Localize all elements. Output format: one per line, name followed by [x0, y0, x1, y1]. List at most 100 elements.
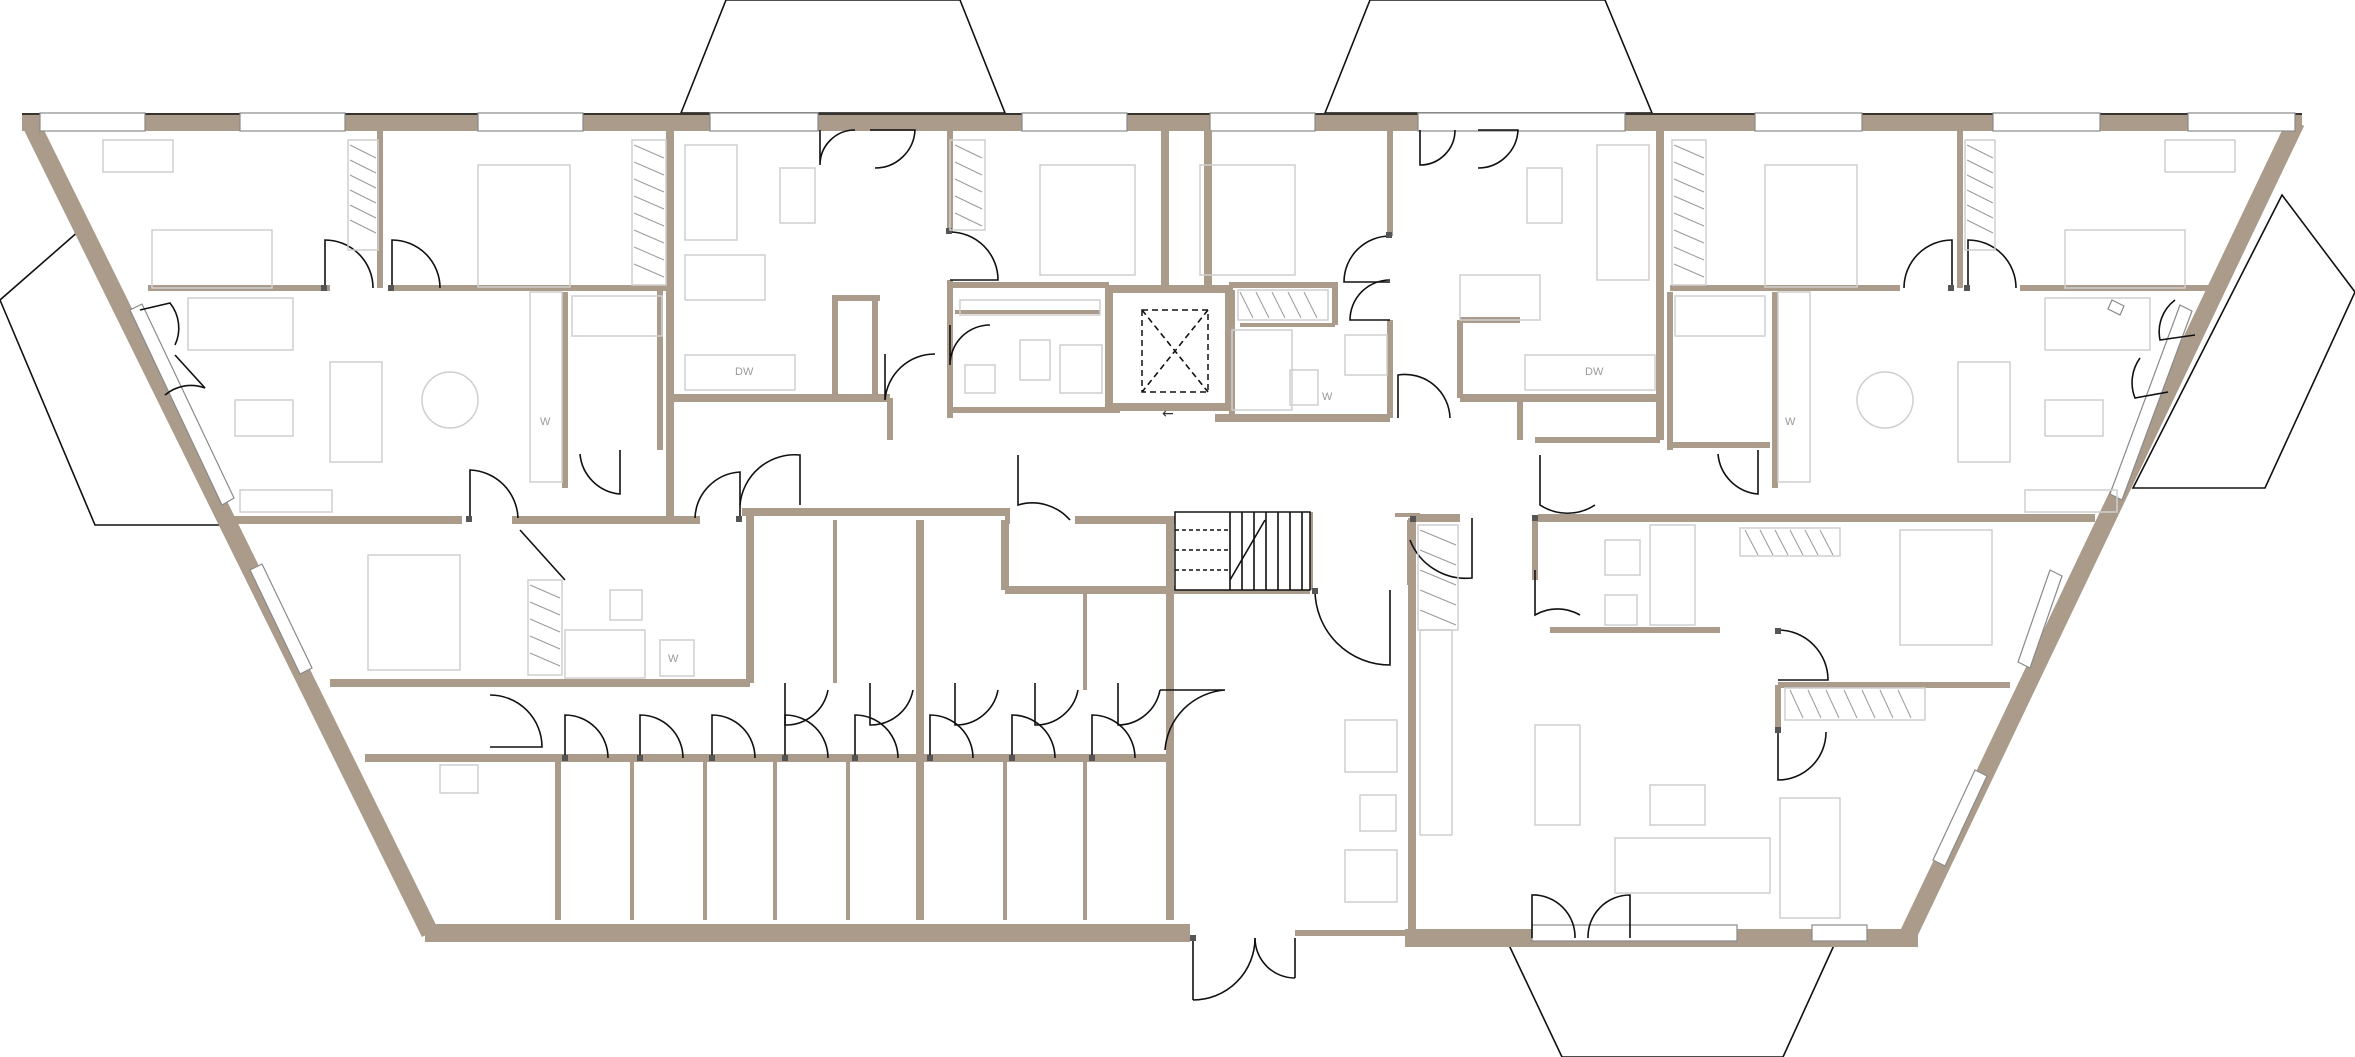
- bed-se: [1899, 529, 1993, 646]
- door-store-8: [1091, 714, 1136, 759]
- door-east-balcony: [2158, 299, 2196, 341]
- bed-nw-3: [367, 554, 461, 671]
- label-w-nw-2: W: [668, 653, 679, 665]
- door-cl-bath: [949, 324, 991, 366]
- bed-cr: [1199, 164, 1296, 276]
- bench-lobby-2: [1359, 794, 1397, 832]
- windows: [39, 112, 2296, 942]
- window-7: [1417, 112, 1626, 132]
- wardrobe-nw-1: [347, 139, 379, 251]
- table-cl: [779, 167, 816, 224]
- window-south-2: [1811, 924, 1868, 942]
- door-store-2: [639, 714, 684, 759]
- shower-cr: [1344, 334, 1388, 376]
- sofa-cl: [684, 144, 738, 241]
- door-se-balcony-2: [1587, 894, 1631, 939]
- window-4: [709, 112, 819, 132]
- label-w-cr: W: [1322, 391, 1333, 403]
- coffee-table-nw: [234, 399, 294, 437]
- bed-nw-1: [151, 229, 273, 289]
- doors: [139, 129, 2196, 1001]
- sofa-ne: [2044, 297, 2151, 351]
- kitchen-cr: [1524, 354, 1656, 391]
- dining-cr: [1459, 274, 1541, 321]
- door-ne-bath: [1717, 450, 1759, 495]
- door-corridor-c: [1017, 455, 1071, 521]
- door-se-bath: [1534, 570, 1581, 617]
- toilet-nw: [609, 589, 643, 621]
- toilet-se: [1604, 539, 1641, 576]
- window-east-4: [2109, 304, 2193, 501]
- wardrobe-se-3: [1784, 687, 1926, 721]
- bed-ne-1: [1764, 164, 1858, 288]
- window-6: [1209, 112, 1316, 132]
- basin-cl: [964, 364, 996, 394]
- balcony-north-left: [679, 0, 1007, 114]
- door-cl-bed: [949, 231, 999, 281]
- sofa-nw: [187, 297, 294, 351]
- window-2: [239, 112, 346, 132]
- wardrobe-cl: [949, 139, 986, 231]
- door-lobby-2: [1409, 518, 1473, 580]
- table-ne: [1856, 371, 1914, 429]
- door-east-balcony-2: [2131, 357, 2169, 399]
- sofa-ne-2: [1957, 361, 2011, 463]
- washer-nw: [659, 639, 695, 677]
- basin-se: [1604, 594, 1638, 626]
- door-store-9: [784, 683, 829, 726]
- lift-arrow: ←: [1162, 406, 1174, 422]
- wardrobe-nw-2: [631, 139, 667, 286]
- kitchen-ne: [1777, 291, 1811, 483]
- door-hinges: [321, 228, 1970, 941]
- bath-cl: [959, 299, 1101, 316]
- door-cr-bed: [1343, 235, 1391, 283]
- label-w-nw: W: [540, 416, 551, 428]
- furniture: [102, 139, 2236, 919]
- balcony-north-right: [1323, 0, 1654, 114]
- sofa-cr: [1596, 144, 1650, 281]
- window-east-1: [2107, 299, 2125, 316]
- wardrobe-se-2: [1739, 527, 1841, 557]
- door-storage-main: [1160, 689, 1226, 751]
- label-dw-right: DW: [1585, 366, 1604, 378]
- door-cr-north: [1419, 129, 1456, 166]
- desk-nw: [102, 139, 174, 173]
- door-store-7: [1011, 714, 1056, 759]
- door-store-6: [929, 714, 974, 759]
- door-corridor-a: [694, 471, 741, 520]
- bed-ne-2: [2064, 229, 2186, 289]
- window-10: [2187, 112, 2296, 132]
- door-cr-north-2: [1477, 129, 1519, 169]
- door-main-entry: [1192, 937, 1256, 1001]
- coffee-table-ne: [2044, 399, 2104, 437]
- door-nw-bed1: [324, 239, 374, 289]
- door-se-bed: [1777, 629, 1829, 681]
- door-cr-bath: [1349, 279, 1391, 321]
- table-cr: [1526, 167, 1563, 224]
- window-9: [1992, 112, 2101, 132]
- window-west-2: [249, 563, 313, 675]
- bath-nw: [571, 295, 663, 337]
- door-store-13: [1117, 683, 1161, 726]
- door-cl-north: [819, 129, 856, 166]
- door-store-4: [784, 714, 829, 759]
- label-w-ne: W: [1785, 416, 1796, 428]
- window-east-2: [2017, 569, 2063, 669]
- sofa-se: [1614, 837, 1771, 894]
- door-nw-entry: [469, 469, 519, 520]
- window-8: [1754, 112, 1863, 132]
- desk-west-store: [439, 764, 479, 794]
- door-se-bed-2: [1777, 730, 1827, 781]
- door-corridor-b: [739, 453, 801, 506]
- door-nw-bath: [579, 450, 621, 495]
- balcony-east: [2131, 193, 2355, 489]
- dining-table-se: [1534, 724, 1581, 826]
- door-store-3: [711, 714, 756, 759]
- label-dw-left: DW: [735, 366, 754, 378]
- shower-cl: [1059, 344, 1103, 394]
- window-5: [1021, 112, 1128, 132]
- toilet-cr: [1289, 369, 1319, 406]
- sofa-nw-2: [329, 361, 383, 463]
- bench-lobby-1: [1344, 719, 1398, 773]
